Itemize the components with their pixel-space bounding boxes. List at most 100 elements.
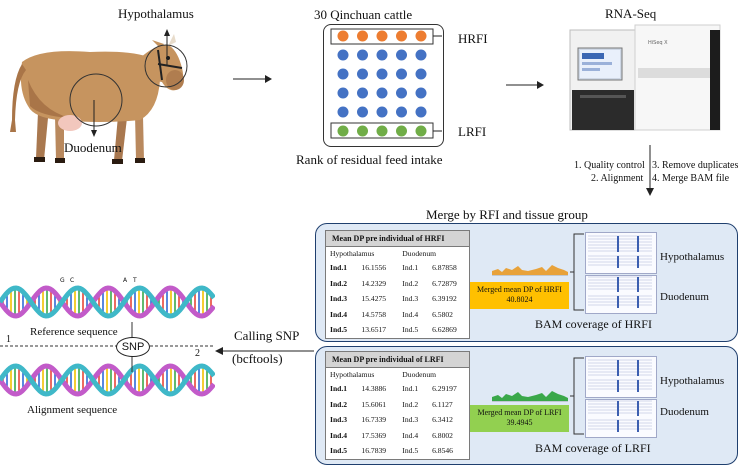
hrfi-merged-box: Merged mean DP of HRFI 40.8024 [470, 282, 569, 309]
arrow-down-steps [646, 145, 654, 196]
hrfi-ind-cell: Ind.3 [330, 294, 348, 304]
hrfi-ind2-cell: Ind.2 [402, 278, 419, 288]
lrfi-grid-label: LRFI [458, 124, 487, 139]
duodenum-label: Duodenum [64, 140, 122, 155]
hrfi-track-lines [588, 235, 652, 308]
lrfi-ind-cell: Ind.2 [330, 399, 348, 409]
lrfi-duo-cell: 6.8546 [432, 446, 453, 456]
dna-strand [0, 285, 215, 319]
lrfi-ind2-cell: Ind.3 [402, 415, 419, 425]
hrfi-hyp-cell: 16.1556 [361, 263, 387, 273]
lrfi-bracket [570, 357, 584, 435]
track-signal [637, 296, 639, 308]
lrfi-duo-cell: 6.8002 [432, 430, 453, 440]
hrfi-hyp-cell: 14.2329 [361, 278, 387, 288]
lrfi-coverage-title: BAM coverage of LRFI [535, 441, 651, 455]
track-signal [617, 236, 619, 252]
cattle-dot [396, 30, 407, 42]
lrfi-ind2-cell: Ind.2 [402, 399, 419, 409]
cattle-dot [396, 68, 407, 80]
cattle-dot [357, 30, 368, 42]
track-signal [617, 420, 619, 432]
step-alignment: 2. Alignment [591, 173, 644, 184]
sequencer-machine-icon: HiSeq X [569, 24, 721, 131]
cattle-dot [376, 49, 388, 61]
lrfi-ind-cell: Ind.5 [330, 446, 348, 456]
lrfi-ind2-cell: Ind.1 [402, 384, 419, 394]
cattle-dot-grid [330, 28, 442, 139]
cattle-dot [357, 49, 368, 61]
cattle-dot [415, 49, 427, 61]
hrfi-col-hypothalamus: Hypothalamus [330, 249, 375, 258]
cow-illustration [10, 29, 188, 164]
lrfi-ind2-cell: Ind.5 [402, 446, 419, 456]
cattle-dot [415, 68, 427, 80]
merge-title: Merge by RFI and tissue group [426, 207, 588, 222]
hrfi-table-title: Mean DP pre individual of HRFI [326, 231, 469, 247]
track-signal [617, 277, 619, 292]
cattle-dot [396, 106, 407, 118]
cattle-dot [357, 87, 368, 99]
hrfi-hyp-cell: 13.6517 [361, 325, 387, 335]
lrfi-hyp-cell: 16.7339 [361, 415, 387, 425]
hrfi-table-row: Ind.3 15.4275 Ind.3 6.39192 [326, 291, 469, 307]
cattle-dot [415, 106, 427, 118]
cattle-dot [396, 49, 407, 61]
hrfi-grid-label: HRFI [458, 31, 488, 46]
lrfi-merged-value: 39.4945 [506, 418, 533, 427]
hrfi-hyp-cell: 15.4275 [361, 294, 387, 304]
cattle-dot [415, 125, 427, 137]
lrfi-track-label-hypothalamus: Hypothalamus [660, 375, 725, 387]
hrfi-duo-cell: 6.72879 [432, 278, 457, 288]
lrfi-col-hypothalamus: Hypothalamus [330, 370, 375, 379]
track-signal [637, 380, 639, 392]
hrfi-ind2-cell: Ind.3 [402, 294, 419, 304]
cattle-dot [357, 68, 368, 80]
lrfi-table: Mean DP pre individual of LRFI Hypothala… [325, 351, 470, 460]
ref-base-3: A [123, 277, 128, 284]
step-remove-duplicates: 3. Remove duplicates [652, 160, 739, 171]
hrfi-track-duodenum [585, 275, 657, 314]
cattle-dot [396, 87, 407, 99]
cattle-dot [415, 87, 427, 99]
lrfi-merged-box: Merged mean DP of LRFI 39.4945 [470, 405, 569, 432]
track-signal [637, 360, 639, 376]
cattle-dot [376, 30, 388, 42]
track-signal [637, 236, 639, 252]
peak-shape [492, 391, 568, 401]
dna-strand [0, 285, 215, 319]
lrfi-hyp-cell: 14.3886 [361, 384, 387, 394]
lrfi-hyp-cell: 17.5369 [361, 430, 387, 440]
hrfi-merged-value: 40.8024 [506, 295, 533, 304]
hrfi-table: Mean DP pre individual of HRFI Hypothala… [325, 230, 470, 339]
lrfi-track-duodenum [585, 399, 657, 438]
hrfi-col-duodenum: Duodenum [402, 249, 437, 258]
rank-label: Rank of residual feed intake [296, 152, 443, 167]
lrfi-col-duodenum: Duodenum [402, 370, 437, 379]
track-signal [617, 360, 619, 376]
bcftools-label: (bcftools) [232, 351, 283, 366]
strand-number-2: 2 [195, 348, 200, 359]
hrfi-bracket [570, 233, 584, 311]
alignment-sequence-label: Alignment sequence [27, 404, 118, 416]
hrfi-ind-cell: Ind.4 [330, 309, 348, 319]
arrow-to-dna [215, 347, 314, 355]
lrfi-ind-cell: Ind.3 [330, 415, 348, 425]
cattle-dot [415, 30, 427, 42]
cattle-dot [376, 125, 388, 137]
lrfi-hyp-cell: 15.6061 [361, 399, 387, 409]
track-signal [637, 277, 639, 292]
cattle-dot [337, 49, 349, 61]
hrfi-ind2-cell: Ind.5 [402, 325, 419, 335]
hrfi-hyp-cell: 14.5758 [361, 309, 387, 319]
dna-strand [0, 363, 215, 397]
hrfi-duo-cell: 6.39192 [432, 294, 457, 304]
hrfi-track-label-hypothalamus: Hypothalamus [660, 251, 725, 263]
hrfi-duo-cell: 6.62869 [432, 325, 457, 335]
snp-badge: SNP [116, 337, 150, 357]
step-merge-bam: 4. Merge BAM file [652, 173, 730, 184]
